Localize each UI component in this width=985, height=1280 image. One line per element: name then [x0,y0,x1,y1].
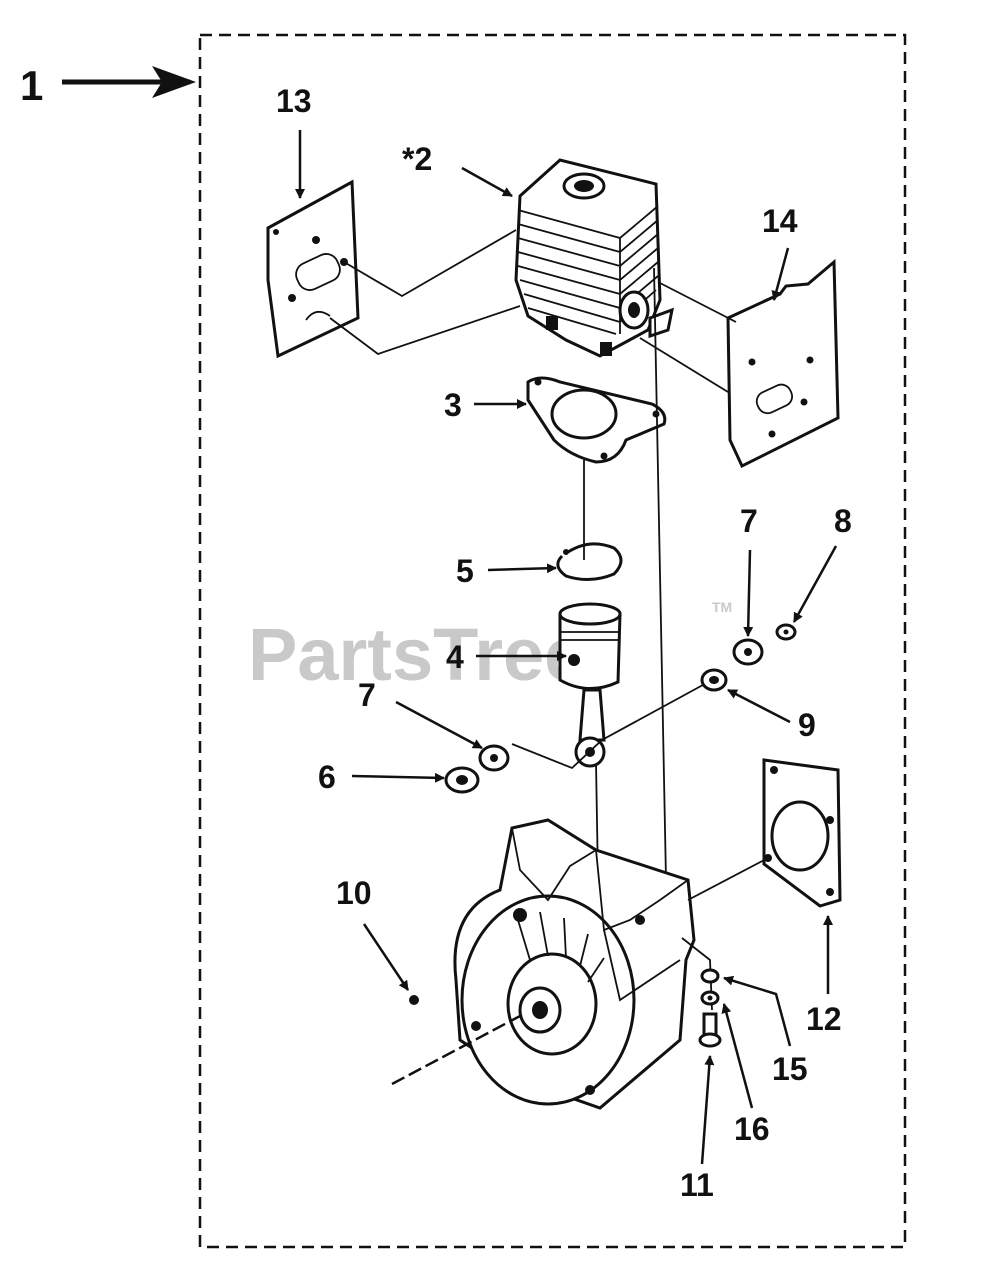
leader-crankshaft [391,1014,521,1086]
svg-text:*2: *2 [402,141,432,177]
screw-part [698,1012,722,1048]
cylinder-gasket-part [526,376,667,464]
callout-small-part-8: 8 [792,503,852,623]
callout-washer-16: 16 [721,1003,770,1147]
callout-washer-left: 7 [358,677,483,750]
svg-text:13: 13 [276,83,312,119]
svg-text:6: 6 [318,759,336,795]
svg-text:7: 7 [740,503,758,539]
svg-text:16: 16 [734,1111,770,1147]
callout-gasket-12: 12 [806,915,842,1037]
watermark: PartsTree [248,613,585,696]
callout-washer-right: 7 [740,503,758,637]
svg-text:7: 7 [358,677,376,713]
piston-part [558,602,622,768]
washer-15-part [700,968,720,984]
assembly-boundary [198,33,907,1249]
leader-vertical-crank [653,267,667,881]
svg-text:15: 15 [772,1051,808,1087]
leader-14-upper [657,281,737,323]
gasket-13-part [266,179,360,359]
washer-left-part [478,744,510,772]
small-part-10 [409,995,419,1005]
crankcase-part [453,818,696,1110]
callout-small-part-9: 9 [727,688,816,743]
svg-text:8: 8 [834,503,852,539]
svg-text:12: 12 [806,1001,842,1037]
callout-small-part-10: 10 [336,875,410,991]
callout-assembly: 1 [20,62,196,109]
piston-ring-part [556,542,623,581]
gasket-14-part [726,258,840,469]
callout-washer-15: 15 [723,975,808,1087]
callout-piston-ring: 5 [456,553,557,589]
svg-text:1: 1 [20,62,43,109]
callout-nut: 6 [318,759,445,795]
nut-part [444,766,480,794]
callout-cylinder-gasket: 3 [444,387,527,423]
callout-screw: 11 [680,1055,715,1203]
cylinder-part [514,158,674,358]
leader-12 [687,857,769,901]
washer-right-part [732,638,764,666]
svg-text:5: 5 [456,553,474,589]
leader-13-lower [329,305,521,356]
svg-text:3: 3 [444,387,462,423]
washer-16-part [700,990,720,1006]
leader-14-lower [639,337,729,393]
callout-gasket-13: 13 [276,83,312,199]
svg-text:9: 9 [798,707,816,743]
leader-13-upper [343,229,517,298]
svg-text:4: 4 [446,639,464,675]
callout-piston: 4 [446,639,567,675]
gasket-12-part [762,758,842,908]
callout-gasket-14: 14 [762,203,798,301]
svg-text:14: 14 [762,203,798,239]
callout-cylinder: *2 [402,141,513,198]
trademark: TM [712,599,732,615]
small-part-8 [775,623,797,641]
svg-text:10: 10 [336,875,372,911]
leader-wrist-pin [511,679,713,770]
small-part-9 [700,668,728,692]
svg-text:11: 11 [680,1167,714,1203]
